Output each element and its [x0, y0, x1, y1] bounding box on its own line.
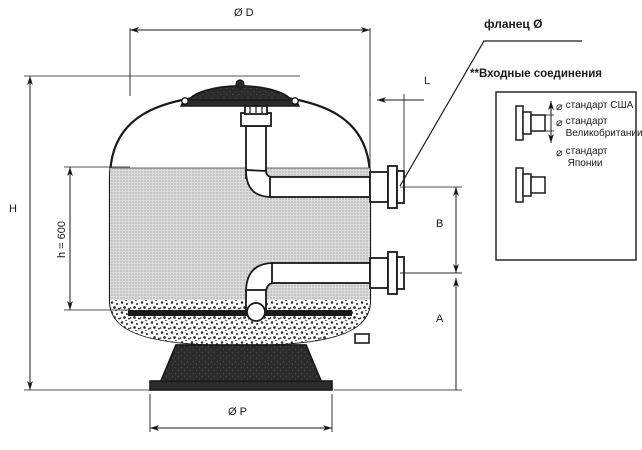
dimension-label-p: Ø P: [228, 406, 247, 418]
lower-collector-pipe: [245, 262, 371, 322]
dimension-height-h: [24, 75, 300, 391]
dimension-label-b: B: [436, 218, 444, 230]
legend-item-us: ⌀ стандарт США: [556, 100, 633, 113]
gravel-layer: [110, 300, 370, 345]
flange-callout-label: фланец Ø: [484, 17, 543, 31]
dimension-label-a: A: [436, 313, 444, 325]
dimension-label-h-total: H: [9, 203, 17, 215]
lid-rim: [179, 99, 301, 107]
underdrain-lateral: [128, 310, 352, 316]
flange-dim-arrows: [545, 101, 554, 143]
base-plate: [149, 380, 333, 391]
dimension-base-diameter-p: [149, 394, 333, 432]
underdrain-port: [246, 302, 266, 322]
flange-symbol-alt: [515, 167, 546, 203]
dimension-a: [334, 272, 462, 391]
legend-item-uk-label: стандарт: [565, 116, 608, 127]
filter-vessel: [108, 79, 372, 347]
legend-item-us-label: стандарт США: [565, 100, 634, 111]
legend-item-jp: ⌀ стандарт Японии: [556, 146, 608, 169]
base-stand: [149, 344, 333, 391]
lid-lug-left: [181, 97, 189, 105]
dimension-diameter-d: [129, 27, 371, 96]
lower-horizontal-pipe: [271, 262, 371, 284]
legend-item-uk: ⌀ стандарт Великобритании: [556, 116, 642, 139]
diameter-icon: ⌀: [556, 101, 563, 113]
drain-connection: [354, 333, 370, 344]
upper-distributor-pipe: [240, 105, 371, 198]
diameter-icon: ⌀: [556, 117, 563, 129]
diameter-icon: ⌀: [556, 147, 563, 159]
dimension-l: [369, 94, 424, 170]
dimension-b: [400, 186, 462, 274]
flange-callout-leader: [399, 40, 582, 187]
legend-item-uk-label2: Великобритании: [565, 127, 642, 139]
legend-heading: **Входные соединения: [470, 68, 602, 80]
lower-nozzle-flange: [369, 251, 405, 295]
legend-item-jp-label: стандарт: [565, 146, 608, 157]
dimension-media-height: [64, 166, 130, 311]
lid-knob: [235, 79, 245, 89]
dimension-label-h-media: h = 600: [56, 220, 68, 258]
dimension-label-l: L: [424, 75, 431, 87]
lid-lug-right: [291, 97, 299, 105]
air-release-head: [240, 112, 272, 127]
upper-nozzle-flange: [369, 165, 405, 209]
upper-horizontal-pipe: [269, 176, 371, 198]
dimension-label-d: Ø D: [234, 7, 254, 19]
legend-box: [495, 91, 637, 261]
flange-symbol-us: [515, 105, 546, 141]
legend-item-jp-label2: Японии: [567, 157, 603, 169]
